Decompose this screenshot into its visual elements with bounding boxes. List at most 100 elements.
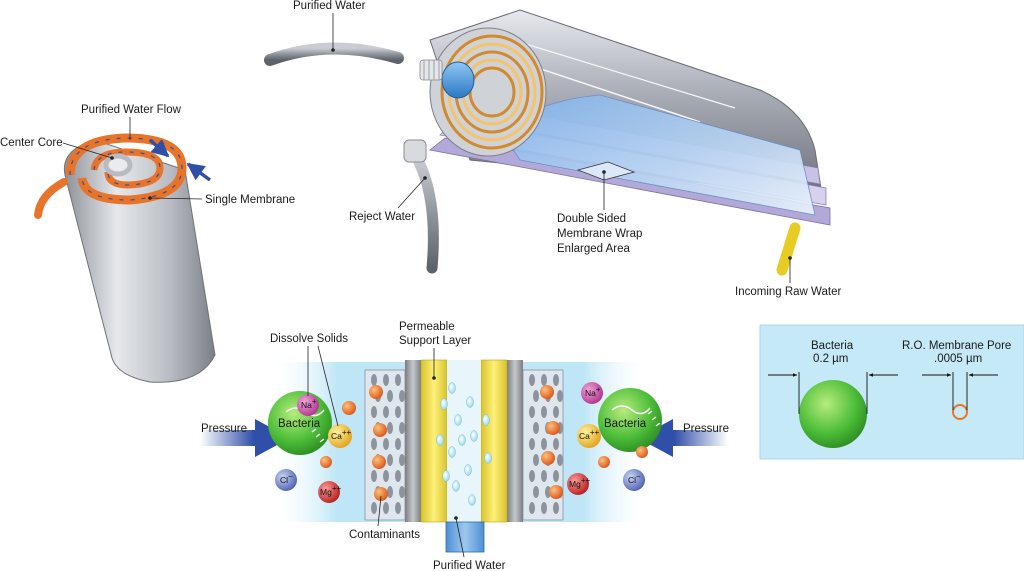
filter-pore bbox=[533, 486, 539, 498]
filter-pore bbox=[387, 454, 393, 466]
label-permeable-2: Support Layer bbox=[399, 335, 471, 347]
filter-pore bbox=[395, 502, 401, 514]
pore-size-circle bbox=[952, 404, 968, 420]
filter-pore bbox=[371, 374, 377, 386]
inset-background bbox=[759, 324, 1024, 460]
inset-bacteria-label: Bacteria bbox=[811, 340, 854, 352]
label-pressure-left: Pressure bbox=[201, 423, 247, 435]
filter-pore bbox=[383, 470, 389, 482]
ion-text-ca-right: Ca++ bbox=[579, 428, 600, 441]
water-droplet bbox=[440, 398, 448, 410]
reject-water-hose bbox=[412, 154, 439, 274]
contaminant-particle bbox=[320, 456, 332, 468]
filter-pore bbox=[395, 438, 401, 450]
filter-pore bbox=[387, 390, 393, 402]
leader-purified-water-bottom bbox=[455, 517, 465, 558]
filter-pore bbox=[399, 390, 405, 402]
label-bacteria-right: Bacteria bbox=[604, 418, 647, 430]
label-center-core: Center Core bbox=[0, 137, 63, 149]
filter-pore bbox=[533, 422, 539, 434]
ion-mg-right bbox=[567, 473, 589, 495]
ion-text-ca-left: Ca++ bbox=[331, 428, 352, 441]
filter-pore bbox=[545, 486, 551, 498]
label-reject-water: Reject Water bbox=[349, 211, 415, 223]
ion-text-cl-right: Cl− bbox=[628, 472, 641, 485]
center-core-tube bbox=[441, 61, 475, 99]
spiral-top bbox=[65, 133, 187, 205]
filter-pore bbox=[557, 390, 563, 402]
ion-ca-left bbox=[328, 424, 352, 448]
filter-pore bbox=[553, 470, 559, 482]
ion-text-mg-left: Mg++ bbox=[320, 484, 341, 497]
filter-pore bbox=[399, 422, 405, 434]
filter-pore bbox=[371, 438, 377, 450]
filter-pore bbox=[541, 374, 547, 386]
filter-pore bbox=[529, 502, 535, 514]
water-droplet bbox=[448, 382, 456, 394]
filter-pore bbox=[371, 470, 377, 482]
reject-fitting bbox=[403, 139, 427, 163]
filter-pore bbox=[399, 486, 405, 498]
water-droplet bbox=[470, 430, 478, 442]
label-permeable-1: Permeable bbox=[399, 321, 455, 333]
raw-water-pipe bbox=[776, 222, 801, 276]
label-purified-water-bottom: Purified Water bbox=[433, 560, 506, 571]
filter-pore bbox=[383, 502, 389, 514]
filter-pore bbox=[395, 470, 401, 482]
bacteria-right bbox=[598, 388, 662, 452]
filter-pore bbox=[541, 470, 547, 482]
label-purified-water-top: Purified Water bbox=[293, 0, 366, 12]
inset-bacteria-size: 0.2 µm bbox=[813, 353, 848, 365]
water-droplet bbox=[464, 464, 472, 476]
filter-pore bbox=[533, 454, 539, 466]
size-comparison-inset bbox=[759, 324, 1024, 460]
leader-single-membrane bbox=[149, 197, 203, 200]
filter-pore bbox=[395, 406, 401, 418]
leader-center-core bbox=[62, 142, 113, 159]
label-incoming-raw-water: Incoming Raw Water bbox=[735, 286, 841, 298]
filter-pore bbox=[541, 406, 547, 418]
label-double-sided-1: Double Sided bbox=[557, 213, 626, 225]
filter-pore bbox=[371, 502, 377, 514]
contaminant-particle bbox=[374, 487, 388, 501]
filter-pore bbox=[541, 438, 547, 450]
inset-pore-label: R.O. Membrane Pore bbox=[902, 340, 1011, 352]
filter-pore bbox=[529, 470, 535, 482]
ion-text-na-right: Na+ bbox=[585, 385, 601, 398]
yellow-membrane-right bbox=[480, 359, 508, 523]
ion-text-cl-left: Cl− bbox=[280, 472, 293, 485]
leader-reject-water bbox=[397, 177, 426, 209]
contaminant-particle bbox=[372, 455, 386, 469]
membrane-sheet bbox=[63, 139, 216, 383]
contaminant-particle bbox=[636, 446, 648, 458]
label-pressure-right: Pressure bbox=[683, 423, 729, 435]
orange-flow-layer bbox=[34, 178, 68, 219]
ion-na-right bbox=[581, 382, 603, 404]
gray-support-right bbox=[507, 360, 523, 522]
filter-pore bbox=[553, 406, 559, 418]
label-contaminants: Contaminants bbox=[349, 529, 420, 541]
contaminant-particle bbox=[369, 385, 383, 399]
filter-pore bbox=[553, 374, 559, 386]
water-droplet bbox=[468, 494, 476, 506]
filter-pore bbox=[395, 374, 401, 386]
flow-arrow-blue bbox=[186, 162, 212, 182]
water-droplet bbox=[484, 452, 492, 464]
ro-cartridge-illustration bbox=[264, 9, 831, 276]
water-droplet bbox=[442, 470, 450, 482]
purified-outlet-pipe bbox=[445, 521, 485, 553]
ro-process-illustration bbox=[200, 359, 728, 553]
contaminant-particle bbox=[540, 385, 554, 399]
water-droplet bbox=[454, 414, 462, 426]
threaded-fitting bbox=[419, 59, 443, 81]
water-droplet bbox=[452, 480, 460, 492]
label-bacteria-left: Bacteria bbox=[278, 418, 321, 430]
filter-pore bbox=[557, 454, 563, 466]
contaminant-particle bbox=[541, 451, 555, 465]
contaminant-particle bbox=[342, 401, 356, 415]
enlarged-area-window bbox=[576, 161, 636, 181]
gray-support-left bbox=[405, 360, 421, 522]
filter-pore bbox=[541, 502, 547, 514]
filter-pore bbox=[529, 374, 535, 386]
